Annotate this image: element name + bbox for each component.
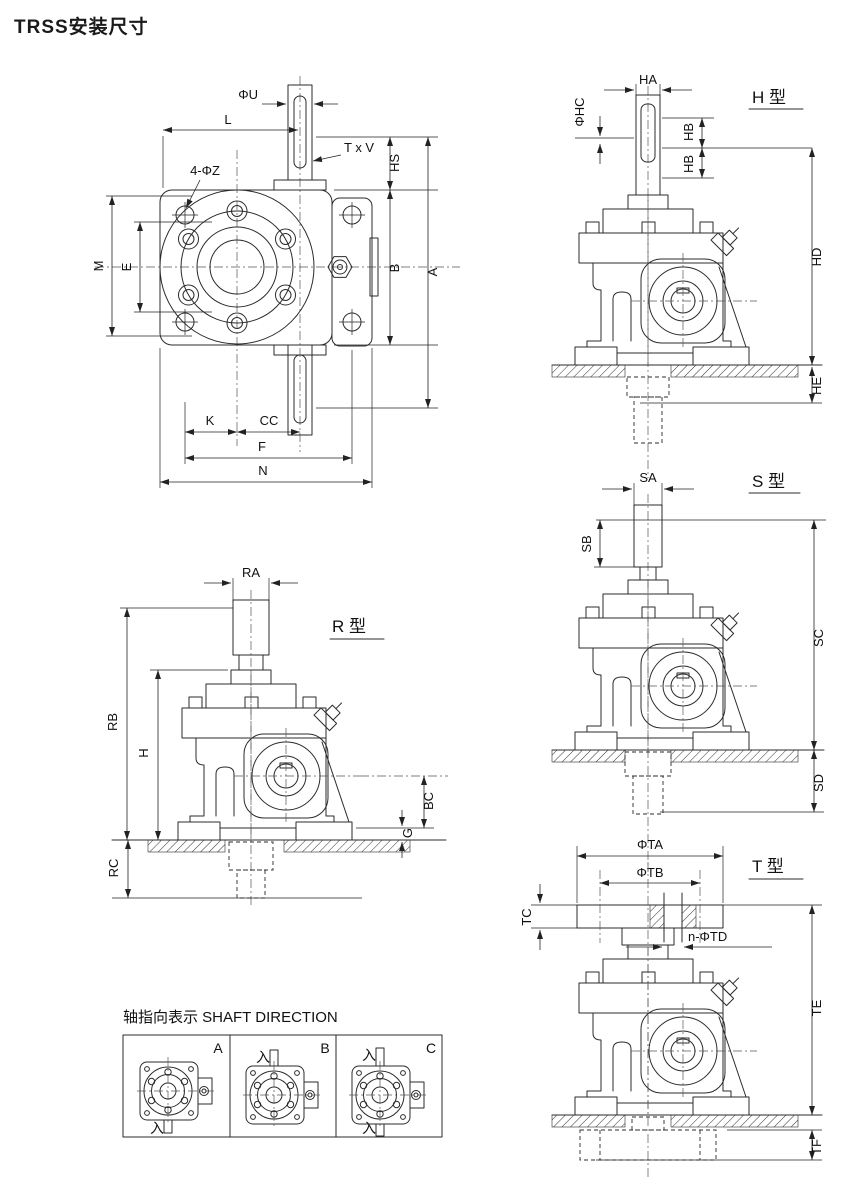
dim-label-hd: HD <box>809 248 824 267</box>
dim-label-n-phi-td: n-ΦTD <box>688 929 727 944</box>
dim-label-he: HE <box>809 377 824 395</box>
dim-label-n: N <box>258 463 267 478</box>
front-view-diagram: ΦU L T x V HS B A M E 4-ΦZ K CC F N <box>91 76 460 488</box>
dim-label-f: F <box>258 439 266 454</box>
gearbox-side-view <box>177 669 361 843</box>
gearbox-front-view <box>242 1060 322 1130</box>
dim-label-tc: TC <box>519 908 534 925</box>
s-type-title: S 型 <box>752 472 785 491</box>
t-type-title: T 型 <box>752 857 784 876</box>
dim-label-ha: HA <box>639 72 657 87</box>
dim-label-rb: RB <box>105 713 120 731</box>
shaft-direction-cell-c: C 入 入 <box>348 1040 436 1137</box>
gearbox-front-view <box>348 1060 428 1130</box>
dim-label-sc: SC <box>811 629 826 647</box>
shaft-direction-cell-a: A 入 <box>136 1040 223 1136</box>
dim-label-ra: RA <box>242 565 260 580</box>
cell-c-label: C <box>426 1040 436 1056</box>
page-title: TRSS安装尺寸 <box>14 17 149 38</box>
dim-label-rc: RC <box>106 859 121 878</box>
shaft-direction-cell-b: B 入 <box>242 1040 330 1130</box>
dim-label-hb-lower: HB <box>681 155 696 173</box>
dim-label-b: B <box>387 264 402 273</box>
dim-label-bc: BC <box>421 792 436 810</box>
dim-label-sb: SB <box>579 535 594 552</box>
cell-a-label: A <box>213 1040 223 1056</box>
shaft-direction-panel: 轴指向表示 SHAFT DIRECTION A 入 B 入 C 入 入 <box>122 1009 443 1138</box>
dim-label-txv: T x V <box>344 140 374 155</box>
cell-b-label: B <box>320 1040 329 1056</box>
dim-label-sa: SA <box>639 470 657 485</box>
h-type-title: H 型 <box>752 88 786 107</box>
entry-symbol: 入 <box>150 1120 164 1136</box>
gearbox-side-view <box>574 579 758 753</box>
dim-label-te: TE <box>809 999 824 1016</box>
entry-symbol: 入 <box>256 1049 270 1065</box>
dim-label-phi-hc: ΦHC <box>572 97 587 126</box>
r-type-diagram: R 型 RA RB H BC G RC <box>105 565 448 906</box>
r-type-title: R 型 <box>332 617 366 636</box>
flange-bolt-holes <box>178 200 296 334</box>
dim-label-h: H <box>136 748 151 757</box>
hex-plug <box>327 256 353 278</box>
gearbox-front-view <box>136 1056 216 1126</box>
dim-label-tf: TF <box>809 1139 824 1155</box>
dim-label-phi-tb: ΦTB <box>637 865 664 880</box>
shaft-direction-heading: 轴指向表示 SHAFT DIRECTION <box>123 1009 338 1026</box>
s-type-diagram: S 型 SA SB SC SD <box>551 470 826 872</box>
entry-symbol: 入 <box>362 1120 376 1136</box>
dim-label-e: E <box>119 262 134 271</box>
dim-label-sd: SD <box>811 774 826 792</box>
h-type-diagram: H 型 HA ΦHC HB HB HD HE <box>551 72 824 478</box>
dim-label-k: K <box>206 413 215 428</box>
corner-mounting-holes <box>172 202 365 335</box>
dim-label-hs: HS <box>387 154 402 172</box>
dim-label-phi-ta: ΦTA <box>637 837 663 852</box>
dim-label-m: M <box>91 261 106 272</box>
dim-label-l: L <box>224 112 231 127</box>
gearbox-side-view <box>574 944 758 1118</box>
gearbox-side-view <box>574 194 758 368</box>
t-type-diagram: T 型 ΦTA ΦTB TC n-ΦTD TE TF <box>519 837 824 1180</box>
dim-label-phi-u: ΦU <box>238 87 258 102</box>
dim-label-4-phi-z: 4-ΦZ <box>190 163 220 178</box>
dim-label-a: A <box>425 267 440 276</box>
dim-label-g: G <box>400 828 415 838</box>
entry-symbol: 入 <box>362 1047 376 1063</box>
dim-label-cc: CC <box>260 413 279 428</box>
dim-label-hb-upper: HB <box>681 123 696 141</box>
